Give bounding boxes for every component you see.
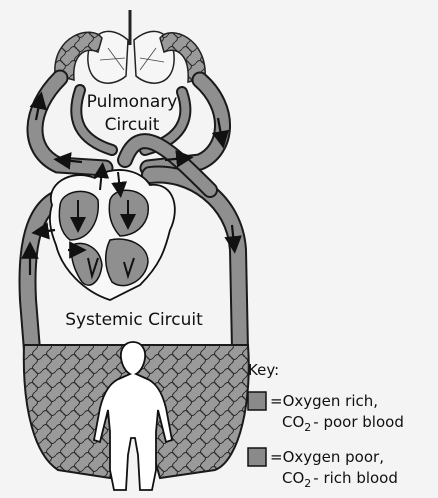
key-legend: Key: =Oxygen rich, CO2- poor blood =Oxyg… xyxy=(248,361,404,490)
pulmonary-label: Pulmonary xyxy=(87,92,178,112)
key-title: Key: xyxy=(248,361,279,379)
key-item2-line1: =Oxygen poor, xyxy=(270,448,384,466)
key-item1-line2: CO2- poor blood xyxy=(282,413,404,434)
lungs-icon xyxy=(88,10,174,83)
key-swatch-oxygen-poor xyxy=(248,448,266,466)
heart-icon xyxy=(50,170,175,300)
key-swatch-oxygen-rich xyxy=(248,392,266,410)
systemic-label: Systemic Circuit xyxy=(65,310,203,330)
pulmonary-label-line2: Circuit xyxy=(105,115,160,135)
key-item1-line1: =Oxygen rich, xyxy=(270,392,378,410)
key-item2-line2: CO2- rich blood xyxy=(282,469,398,490)
